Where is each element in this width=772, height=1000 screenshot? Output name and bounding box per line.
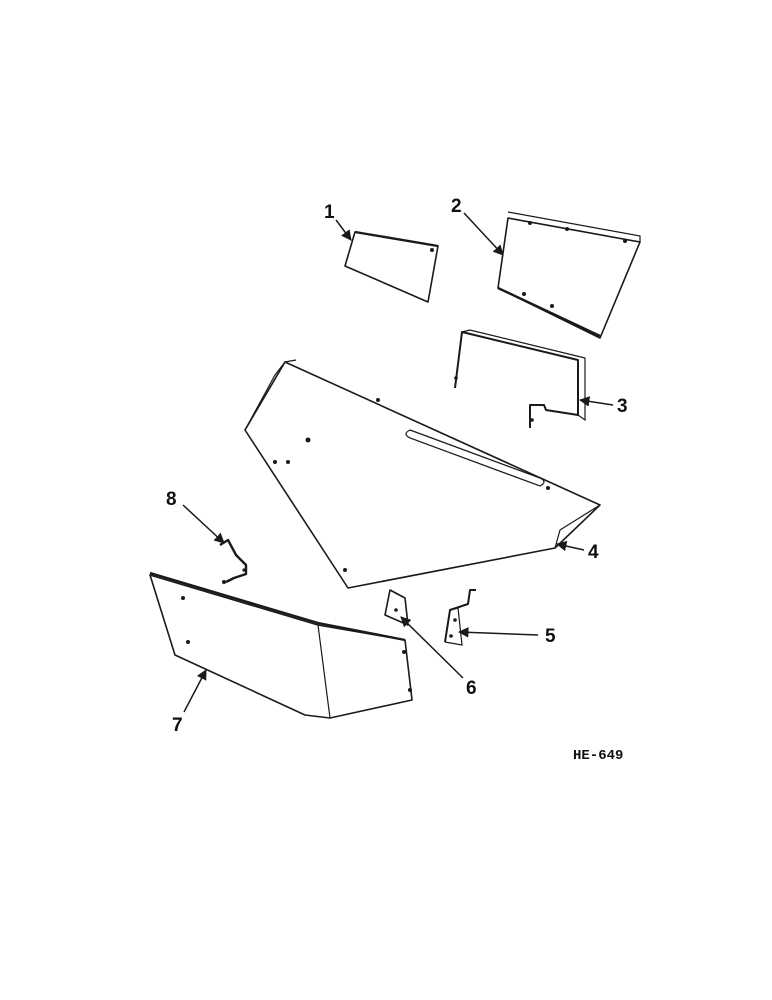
part-8-retaining-clip xyxy=(219,538,248,584)
part-5-angle-bracket xyxy=(444,589,476,646)
callout-5: 5 xyxy=(545,626,556,647)
callout-4: 4 xyxy=(588,542,599,563)
part-7-lower-shield xyxy=(149,571,413,719)
part-2-flanged-shield xyxy=(497,211,641,339)
leader-6 xyxy=(400,616,464,679)
part-1-small-shield-plate xyxy=(344,230,439,303)
leader-5 xyxy=(457,627,539,638)
callout-2: 2 xyxy=(451,196,462,217)
leader-8 xyxy=(182,504,225,544)
callout-1: 1 xyxy=(324,202,335,223)
leader-7 xyxy=(183,669,207,713)
leader-3 xyxy=(578,396,614,407)
callout-3: 3 xyxy=(617,396,628,417)
callout-6: 6 xyxy=(466,678,477,699)
leader-4 xyxy=(555,540,585,552)
leader-lines xyxy=(182,212,614,713)
part-3-support-bracket xyxy=(454,329,586,428)
part-4-main-shield xyxy=(244,359,601,589)
leader-1 xyxy=(335,219,352,241)
figure-reference-code: HE-649 xyxy=(573,748,623,764)
callout-8: 8 xyxy=(166,489,177,510)
leader-2 xyxy=(463,212,504,256)
callout-7: 7 xyxy=(172,715,183,736)
